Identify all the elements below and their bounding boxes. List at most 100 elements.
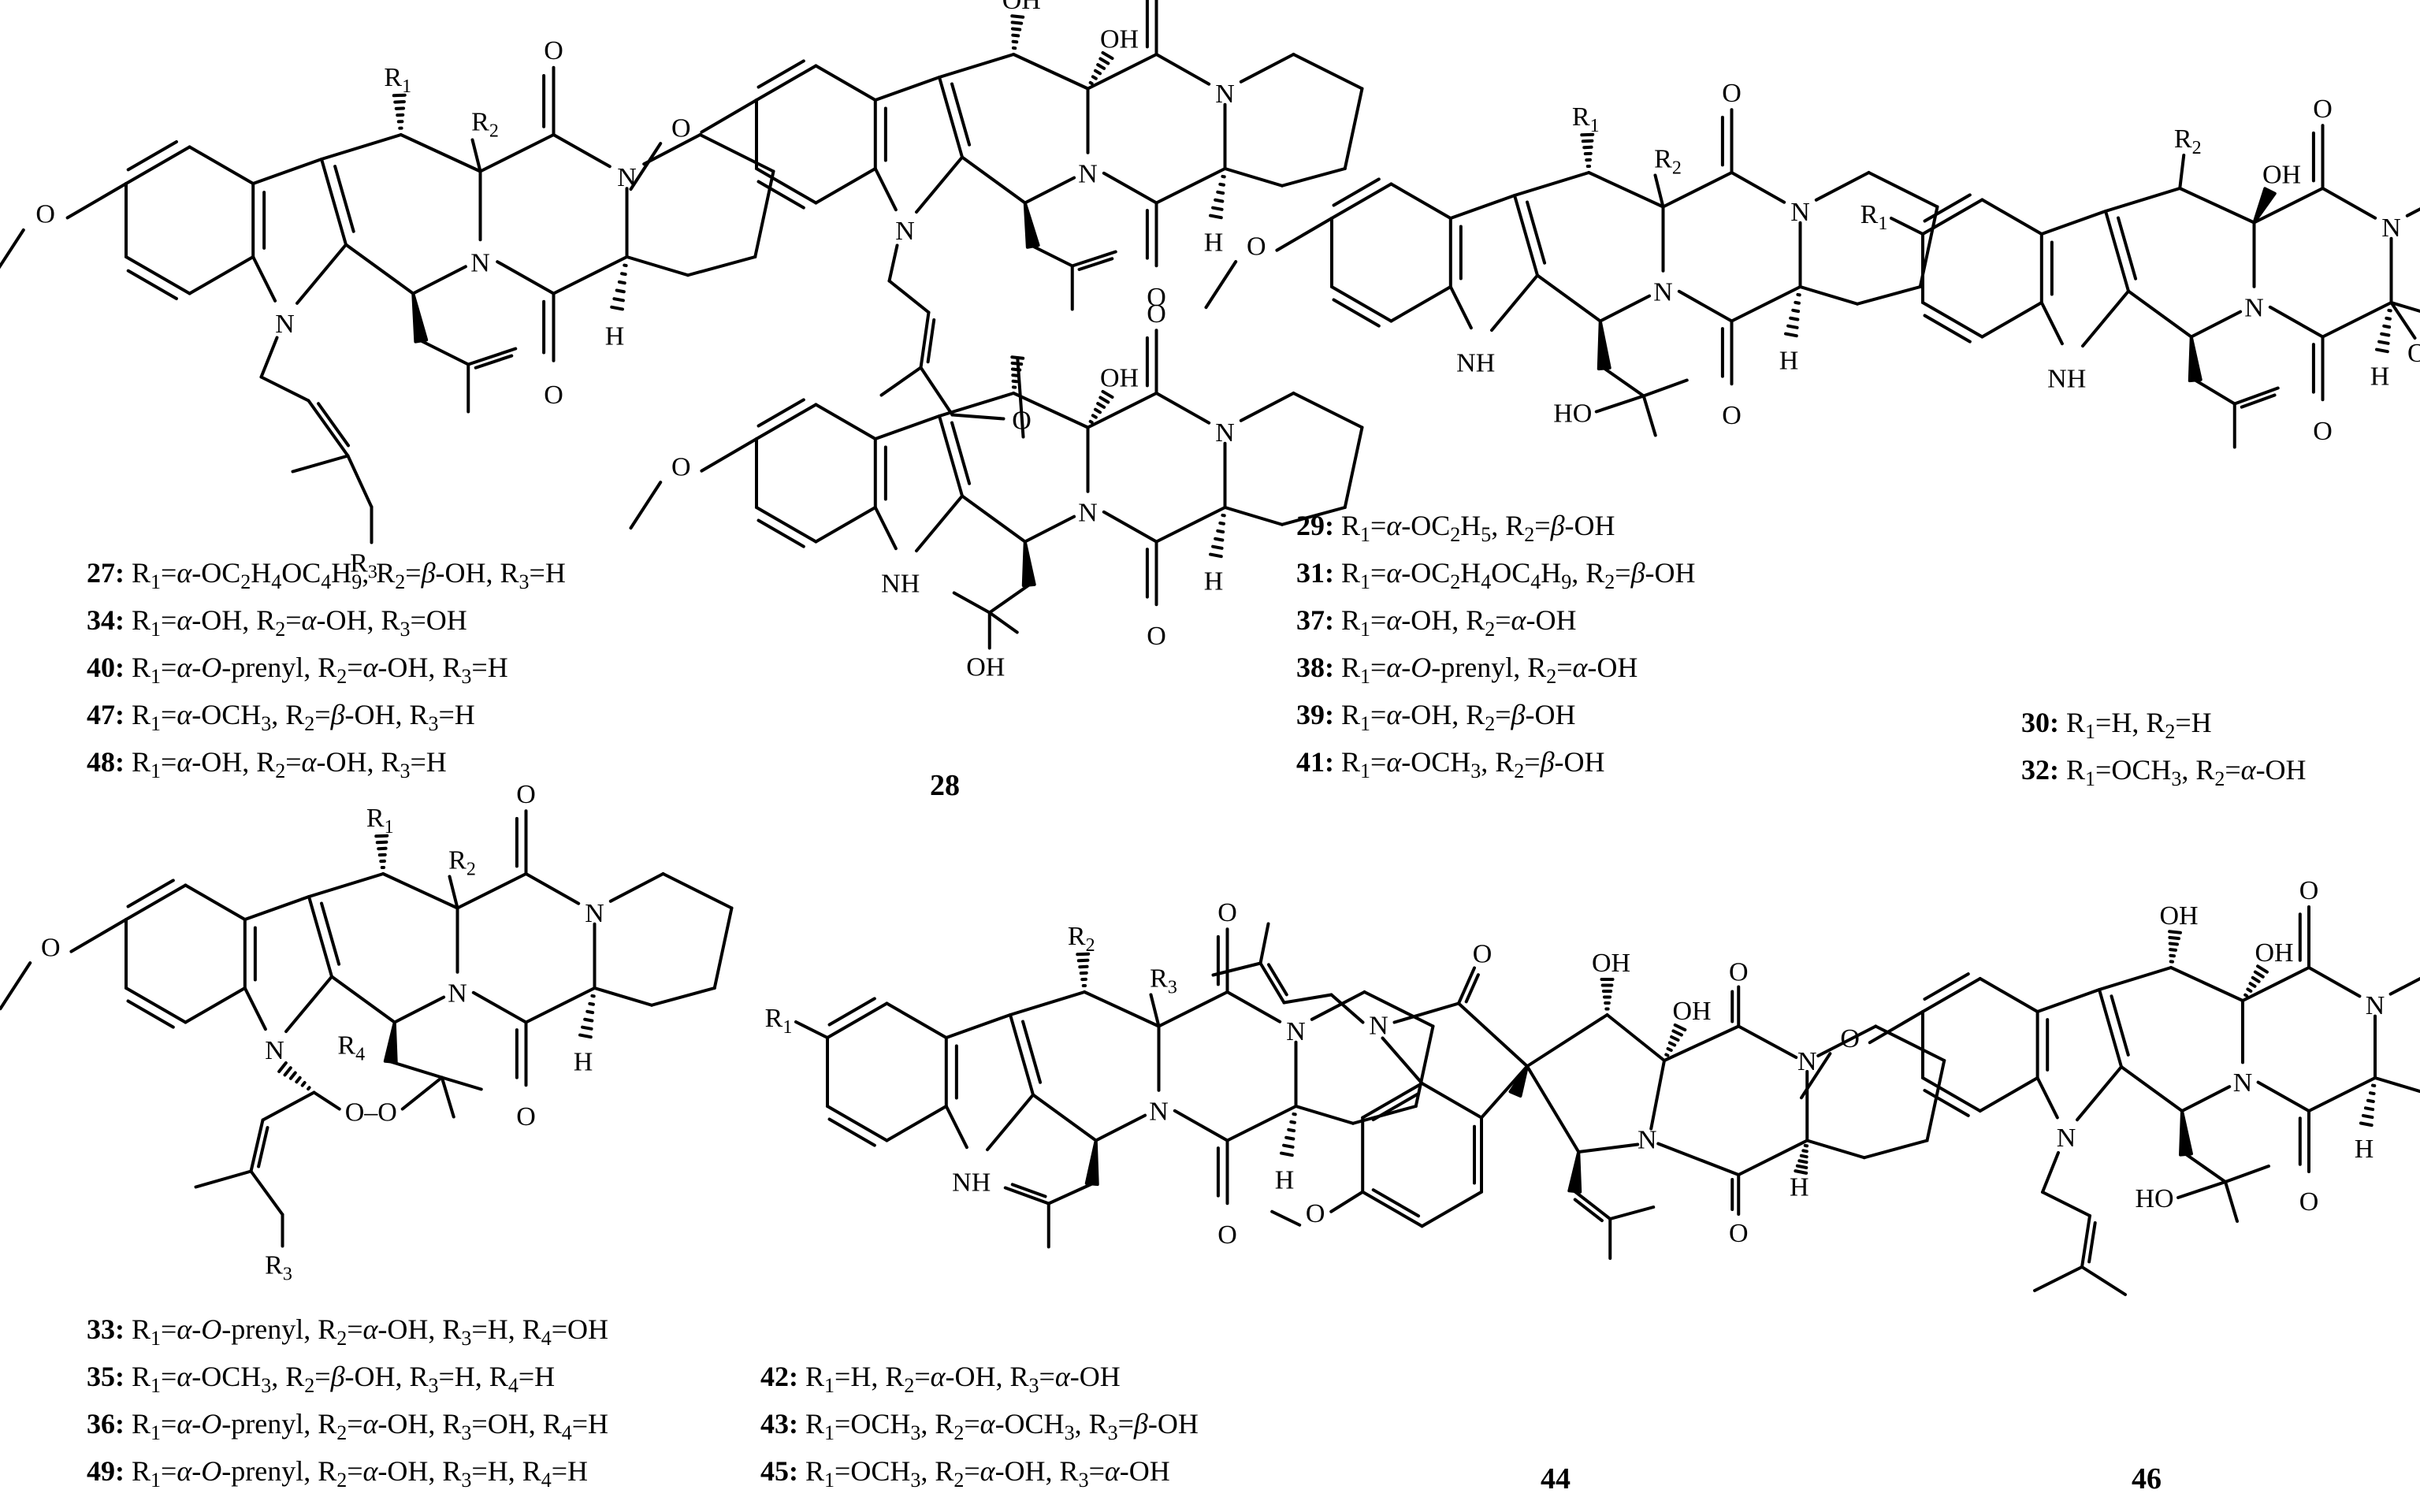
bond (879, 366, 923, 397)
benzene-bond (814, 167, 877, 205)
benzene-bond (885, 1001, 948, 1039)
stereo-hash (2363, 1106, 2375, 1112)
bond (2033, 1265, 2084, 1292)
bond (1292, 53, 1364, 91)
benzene-bond (1389, 285, 1452, 323)
bond (411, 265, 467, 295)
hydroxyl: OH (1672, 997, 1711, 1026)
stereo-hash (620, 272, 627, 277)
carbonyl-oxygen: O (2313, 417, 2333, 446)
benzene-bond (755, 64, 818, 102)
stereo-hash (1666, 1046, 1673, 1053)
nitrogen: N (1078, 159, 1098, 188)
bond (2405, 207, 2420, 217)
bond (440, 1075, 455, 1119)
bond (608, 872, 665, 903)
bond (1211, 961, 1262, 977)
bond (1737, 1024, 1798, 1059)
methoxy-oxygen: O (35, 200, 55, 229)
nitrogen: N (1653, 277, 1673, 306)
stereo-hash (1287, 1127, 1296, 1133)
stereo-hash (295, 1075, 302, 1084)
bond-double (2087, 1221, 2097, 1264)
indole-c2-c3 (938, 76, 964, 159)
carbonyl-double (1464, 973, 1480, 1004)
bond (1656, 1142, 1741, 1176)
bond (194, 1169, 253, 1189)
stereo-hash (1209, 552, 1223, 559)
bond (1814, 171, 1871, 202)
bond (1890, 217, 1924, 236)
stereo-hash (392, 93, 407, 98)
bond-double (1077, 257, 1114, 271)
stereo-hash (581, 1025, 593, 1031)
carbonyl-oxygen: O (1217, 1220, 1237, 1250)
benzene-bond (125, 986, 188, 1024)
compound-44-number: 44 (1541, 1462, 1571, 1495)
label-49: 49: R1=α-O-prenyl, R2=α-OH, R3=H, R4=H (87, 1455, 589, 1492)
bond (1343, 425, 1364, 509)
stereo-hash (610, 305, 624, 311)
bond (1608, 1206, 1656, 1220)
benzene-bond (1980, 198, 2043, 236)
bond (2307, 1076, 2377, 1113)
benzene-bond-double (1923, 1088, 1970, 1117)
stereo-hash (2168, 942, 2179, 946)
bond (1016, 356, 1025, 439)
hydrogen: H (1204, 567, 1224, 596)
stereo-hash (1801, 1149, 1808, 1154)
bond (1526, 1064, 1581, 1154)
bond (686, 255, 757, 277)
carbonyl-oxygen: O (544, 36, 563, 65)
r2-label: R2 (448, 846, 476, 880)
methoxy-oxygen: O (1247, 232, 1266, 261)
label-40: 40: R1=α-O-prenyl, R2=α-OH, R3=H (87, 652, 508, 688)
bond (593, 986, 653, 1007)
stereo-hash (277, 1061, 288, 1073)
stereo-hash (1214, 198, 1225, 203)
indole-bond (2081, 289, 2130, 348)
benzene-bond (125, 145, 191, 185)
carbonyl-oxygen: O (516, 780, 536, 809)
r2-label: R2 (471, 108, 499, 142)
stereo-hash (1670, 1035, 1680, 1042)
carbonyl-oxygen: O (1722, 79, 1742, 108)
wavy-bond (1653, 173, 1665, 209)
bond (961, 155, 1027, 205)
bond (2232, 386, 2280, 406)
stereo-hash (1289, 1120, 1296, 1124)
r1-label: R1 (384, 63, 411, 97)
methoxy-oxygen: O (671, 452, 691, 481)
bond (399, 133, 482, 173)
r2-label: R2 (1068, 922, 1095, 956)
carbonyl-oxygen: O (2313, 95, 2333, 124)
bond (2120, 1065, 2184, 1113)
bond (1223, 506, 1284, 526)
nitrogen: N (617, 163, 637, 192)
label-41: 41: R1=α-OCH3, R2=β-OH (1296, 746, 1605, 782)
indole-c2-c3-double (950, 421, 972, 485)
r1-label: R1 (366, 804, 394, 838)
hydrogen: H (2355, 1135, 2374, 1164)
indole-nh: NH (881, 569, 920, 598)
bond (2104, 187, 2182, 213)
indole-bond (2035, 1076, 2059, 1120)
wavy-bond (470, 138, 482, 173)
label-38: 38: R1=α-O-prenyl, R2=α-OH (1296, 652, 1638, 688)
stereo-hash (1098, 57, 1110, 65)
benzene-bond (755, 167, 818, 205)
stereo-hash (1010, 20, 1024, 25)
benzene-bond-double (1923, 193, 1972, 223)
stereo-hash (1209, 214, 1223, 220)
bond (440, 1075, 483, 1091)
hydroxyl: OH (1100, 364, 1139, 393)
bond (938, 53, 1016, 79)
indole-bond (2039, 210, 2107, 236)
stereo-hash (2253, 970, 2265, 979)
stereo-hash (1096, 63, 1106, 70)
bond (0, 228, 25, 269)
stereo-hash (1797, 1159, 1808, 1165)
benzene-bond (755, 506, 818, 544)
bond (753, 169, 775, 258)
bond (712, 906, 734, 990)
